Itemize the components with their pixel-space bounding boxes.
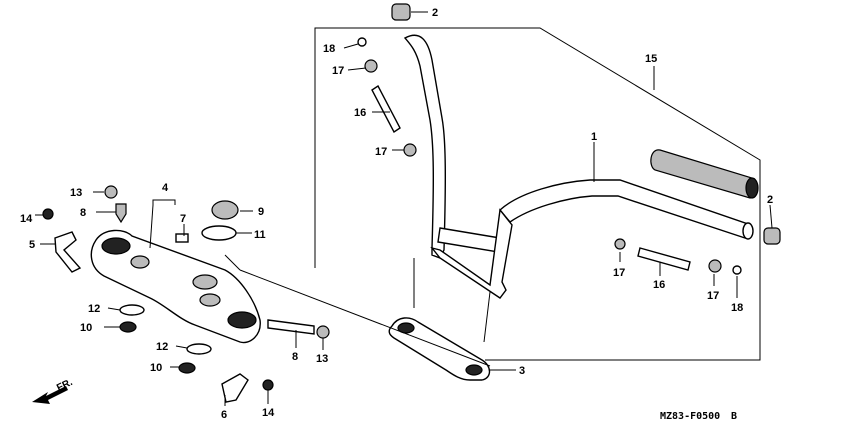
washer-12-top <box>119 304 145 316</box>
washer-12-bot <box>186 343 212 355</box>
nut-13-left <box>104 185 118 199</box>
front-direction-arrow: FR. <box>32 377 75 404</box>
stem-nut-9 <box>211 200 239 220</box>
nut-10-bot <box>178 362 196 374</box>
handlebar-lower-holder <box>388 317 491 381</box>
callout-17-c: 17 <box>613 267 625 279</box>
handlebar-end-cap-right <box>763 227 781 245</box>
bolt-8-mid <box>267 319 315 335</box>
callout-16-left: 16 <box>354 107 366 119</box>
callout-10-bot: 10 <box>150 362 162 374</box>
callout-2-right: 2 <box>767 194 773 206</box>
callout-8-mid: 8 <box>292 351 298 363</box>
bolt-14-bot <box>262 379 274 391</box>
drawing-revision: B <box>731 411 737 422</box>
callout-15: 15 <box>645 53 657 65</box>
callout-10-top: 10 <box>80 322 92 334</box>
callout-9: 9 <box>258 206 264 218</box>
callout-8-left: 8 <box>80 207 86 219</box>
clip-7 <box>175 233 189 243</box>
callout-3: 3 <box>519 365 525 377</box>
bolt-8-left <box>115 203 127 224</box>
callout-6: 6 <box>221 409 227 421</box>
callout-4: 4 <box>162 182 169 194</box>
assembly-boundary-lines <box>314 27 761 361</box>
callout-11: 11 <box>254 229 266 241</box>
callout-1: 1 <box>591 131 597 143</box>
callout-13-mid: 13 <box>316 353 328 365</box>
front-direction-label: FR. <box>55 377 74 394</box>
callout-13-left: 13 <box>70 187 82 199</box>
handlebar-grip <box>650 149 759 199</box>
callout-12-bot: 12 <box>156 341 168 353</box>
handlebar-end-cap-top <box>391 3 411 21</box>
bolt-14-left <box>42 208 54 220</box>
callout-18-right: 18 <box>731 302 743 314</box>
callout-14-left: 14 <box>20 213 33 225</box>
balancer-weight-right <box>614 238 742 275</box>
callout-7: 7 <box>180 213 186 225</box>
nut-10-top <box>119 321 137 333</box>
bracket-6 <box>221 373 249 403</box>
drawing-code: MZ83-F0500 <box>660 411 720 422</box>
callout-17-b: 17 <box>375 146 387 158</box>
callout-5: 5 <box>29 239 35 251</box>
leader-lines <box>35 11 773 406</box>
washer-11 <box>201 225 237 241</box>
callout-17-d: 17 <box>707 290 719 302</box>
callout-12-top: 12 <box>88 303 100 315</box>
callout-2-top: 2 <box>432 7 438 19</box>
balancer-weight-left <box>357 37 417 157</box>
callout-18-left: 18 <box>323 43 335 55</box>
bracket-5 <box>54 231 82 273</box>
handlebar <box>403 34 754 343</box>
callout-14-bot: 14 <box>262 407 275 419</box>
callout-17-a: 17 <box>332 65 344 77</box>
nut-13-mid <box>316 325 330 339</box>
fork-top-bridge <box>90 229 261 344</box>
callout-16-right: 16 <box>653 279 665 291</box>
